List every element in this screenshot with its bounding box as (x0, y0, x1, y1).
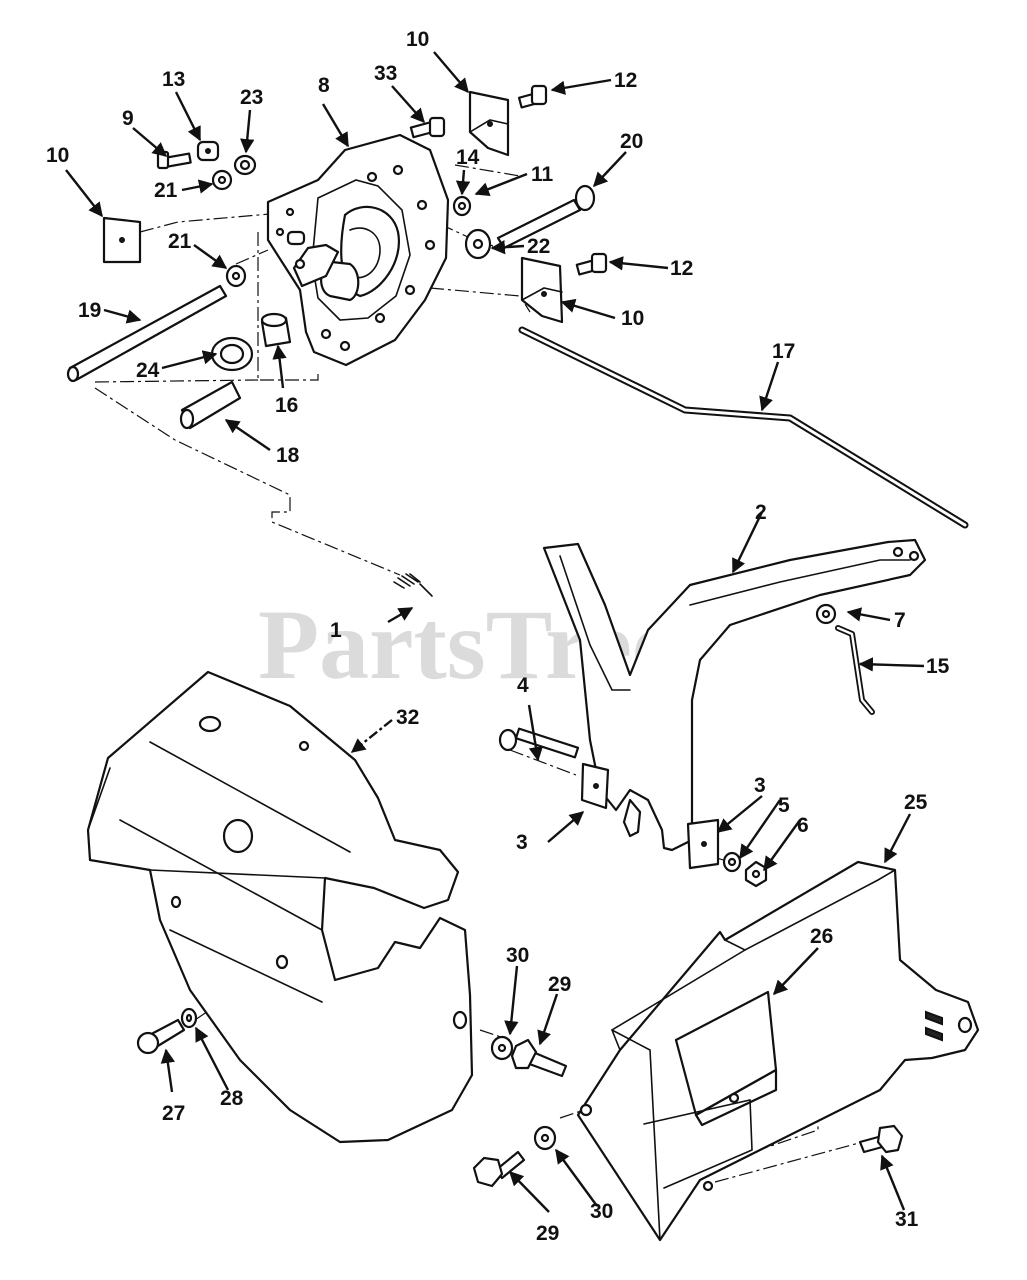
washer-21-top (211, 169, 233, 191)
callout-11: 11 (531, 163, 554, 186)
callout-18: 18 (276, 444, 300, 467)
callout-26: 26 (810, 925, 833, 948)
bolt-12-lower (575, 252, 608, 276)
bracket-top (468, 90, 510, 157)
spring-1 (393, 573, 433, 597)
callout-21-top: 21 (154, 179, 178, 202)
rod-15 (835, 625, 875, 715)
spacer-18 (179, 380, 242, 430)
callout-19: 19 (78, 299, 101, 322)
callout-8: 8 (318, 74, 330, 97)
washer-21-mid (225, 264, 247, 288)
washer-30-lower (533, 1125, 557, 1151)
nut-23 (233, 154, 257, 176)
bolt-33 (409, 116, 446, 139)
callout-12-top: 12 (614, 69, 637, 92)
bracket-left (102, 216, 142, 264)
callout-3-right: 3 (754, 774, 766, 797)
shaft-19 (66, 284, 228, 383)
lever-2 (542, 538, 927, 852)
callout-22: 22 (527, 235, 550, 258)
callout-25: 25 (904, 791, 928, 814)
bolt-20 (496, 184, 596, 250)
callout-20: 20 (620, 130, 643, 153)
washer-14 (452, 195, 472, 217)
callout-32: 32 (396, 706, 419, 729)
bolt-29-upper (510, 1038, 568, 1078)
bushing-16 (260, 312, 292, 348)
washer-28 (180, 1007, 198, 1029)
callout-4: 4 (517, 674, 529, 697)
bolt-27 (136, 1018, 186, 1055)
clip-7 (815, 603, 837, 625)
callout-7: 7 (894, 609, 906, 632)
callout-10-top: 10 (406, 28, 429, 51)
callout-12-lower: 12 (670, 257, 693, 280)
callout-2: 2 (755, 501, 767, 524)
washer-30-upper (490, 1035, 514, 1061)
decal-26 (643, 990, 778, 1192)
callout-27: 27 (162, 1102, 185, 1125)
bearing-24 (210, 336, 254, 372)
bolt-29-lower (472, 1150, 526, 1188)
control-plate (266, 133, 450, 367)
cover-32 (86, 670, 474, 1144)
callout-3-left: 3 (516, 831, 528, 854)
callout-14: 14 (456, 146, 480, 169)
callout-16: 16 (275, 394, 298, 417)
bracket-right (520, 256, 564, 324)
washer-22 (464, 228, 492, 260)
callout-5: 5 (778, 794, 790, 817)
callout-15: 15 (926, 655, 950, 678)
callout-30-lower: 30 (590, 1200, 613, 1223)
callout-30-upper: 30 (506, 944, 529, 967)
callout-21-mid: 21 (168, 230, 192, 253)
callout-13: 13 (162, 68, 185, 91)
plate-3-right (686, 818, 720, 870)
bolt-12-top (517, 84, 548, 109)
callout-33: 33 (374, 62, 397, 85)
callout-23: 23 (240, 86, 263, 109)
nut-6 (744, 860, 768, 888)
callout-1: 1 (330, 619, 342, 642)
callout-6: 6 (797, 814, 809, 837)
ferrule-13 (196, 140, 220, 162)
callout-10-left: 10 (46, 144, 69, 167)
callout-9: 9 (122, 107, 134, 130)
callout-28: 28 (220, 1087, 244, 1110)
callout-24: 24 (136, 359, 160, 382)
rod-17 (518, 326, 969, 529)
washer-5 (722, 851, 742, 873)
callout-10-right: 10 (621, 307, 644, 330)
callout-17: 17 (772, 340, 795, 363)
callout-29-lower: 29 (536, 1222, 559, 1245)
callout-31: 31 (895, 1208, 919, 1231)
plate-3-left (580, 762, 610, 810)
bolt-4 (498, 727, 580, 759)
callout-labels: 1 2 3 3 4 5 6 7 8 9 10 10 10 11 12 12 13… (46, 28, 950, 1245)
bolt-31 (858, 1124, 904, 1154)
callout-29-upper: 29 (548, 973, 571, 996)
shield-25 (576, 860, 980, 1242)
leader-lines (65, 51, 925, 1213)
